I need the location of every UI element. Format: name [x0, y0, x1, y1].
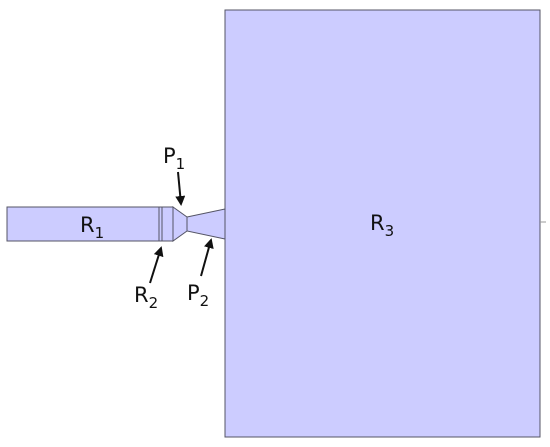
- label-r1: R1: [80, 213, 104, 242]
- region-r2: [158, 206, 174, 242]
- label-p1: P1: [163, 144, 185, 173]
- label-p2: P2: [187, 281, 209, 310]
- region-r1: [6, 206, 160, 242]
- arrow-p2: [200, 238, 214, 277]
- arrow-r2: [149, 246, 164, 284]
- converging-section: [172, 206, 188, 242]
- label-r3: R3: [370, 211, 394, 240]
- diverging-nozzle: [186, 208, 226, 240]
- region-r3: [224, 9, 541, 438]
- label-r2: R2: [134, 283, 158, 312]
- arrow-p1: [175, 171, 186, 206]
